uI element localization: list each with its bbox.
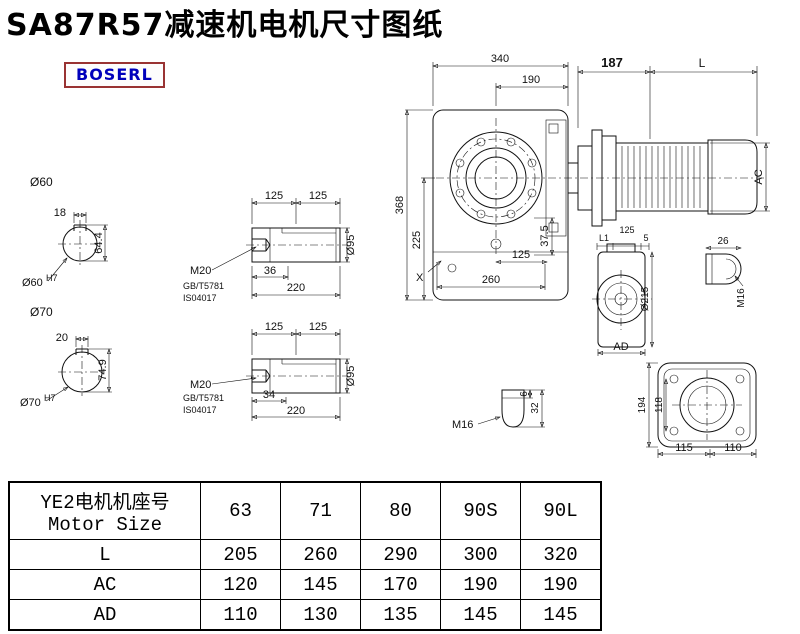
motor-side-view: 187 L AC: [567, 55, 770, 227]
boserl-logo: BOSERL: [64, 62, 165, 88]
table-row-AC: AC 120 145 170 190 190: [8, 569, 602, 600]
table-cell: 110: [200, 599, 281, 631]
bore-70-tol: H7: [44, 393, 56, 403]
dim-118: 118: [654, 397, 665, 413]
motor-size-table: YE2电机机座号 Motor Size 63 71 80 90S 90L L 2…: [8, 481, 602, 631]
std-gb-top: GB/T5781: [183, 281, 224, 291]
dim-L: L: [699, 56, 706, 70]
table-row-L: L 205 260 290 300 320: [8, 539, 602, 570]
dim-L1: L1: [599, 233, 609, 243]
dim-125-d: 125: [309, 321, 327, 333]
key-detail: 6 32 M16: [452, 390, 545, 431]
bore-60-tol: H7: [46, 273, 58, 283]
dim-194: 194: [637, 396, 648, 413]
dim-d95-bottom: Ø95: [345, 366, 357, 387]
dim-37-5: 37.5: [539, 225, 551, 246]
std-iso-bottom: IS04017: [183, 405, 217, 415]
dim-32: 32: [530, 402, 541, 414]
table-cell: 120: [200, 569, 281, 600]
dim-18: 18: [54, 207, 66, 219]
dim-368: 368: [394, 196, 406, 214]
dim-36: 36: [264, 265, 276, 277]
plug-detail: 26 M16: [706, 236, 747, 308]
table-cell: 145: [280, 569, 361, 600]
dim-187: 187: [601, 55, 623, 70]
table-cell: 135: [360, 599, 441, 631]
table-cell: 190: [440, 569, 521, 600]
dim-125-b: 125: [309, 190, 327, 202]
dim-225: 225: [411, 231, 423, 249]
table-header-cell: YE2电机机座号 Motor Size: [8, 481, 201, 540]
dim-190: 190: [522, 74, 540, 86]
shaft-section-70: Ø70 20 74.9 Ø70 H7: [20, 305, 112, 409]
size-column-80: 80: [360, 481, 441, 540]
table-cell: 300: [440, 539, 521, 570]
dim-110: 110: [724, 442, 742, 454]
dim-26: 26: [717, 236, 729, 247]
table-cell: 170: [360, 569, 441, 600]
std-iso-top: IS04017: [183, 293, 217, 303]
dim-AC: AC: [753, 169, 765, 184]
size-column-90l: 90L: [520, 481, 602, 540]
row-label-L: L: [8, 539, 201, 570]
dim-115: 115: [675, 442, 693, 454]
table-cell: 130: [280, 599, 361, 631]
dim-34: 34: [263, 389, 275, 401]
dim-AD: AD: [613, 341, 628, 353]
dim-125-main: 125: [512, 249, 530, 261]
bore-60-label: Ø60: [22, 277, 43, 289]
dim-20: 20: [56, 332, 68, 344]
table-header-row: YE2电机机座号 Motor Size 63 71 80 90S 90L: [8, 481, 602, 540]
table-cell: 190: [520, 569, 602, 600]
size-column-71: 71: [280, 481, 361, 540]
gearbox-side-view: L1 125 5 Ø215 AD: [592, 225, 652, 356]
size-column-90s: 90S: [440, 481, 521, 540]
rear-flange-view: 194 118 115 110: [637, 363, 756, 458]
thread-m20-bottom: M20: [190, 379, 211, 391]
table-cell: 320: [520, 539, 602, 570]
thread-m16-plug: M16: [736, 288, 747, 308]
dim-125-side: 125: [619, 225, 634, 235]
dim-340: 340: [491, 53, 509, 65]
thread-m16-key: M16: [452, 419, 473, 431]
table-cell: 145: [520, 599, 602, 631]
dim-125-c: 125: [265, 321, 283, 333]
dim-220-bottom: 220: [287, 405, 305, 417]
table-cell: 290: [360, 539, 441, 570]
table-cell: 205: [200, 539, 281, 570]
dim-64-4: 64.4: [93, 232, 105, 253]
dim-d215: Ø215: [640, 286, 651, 311]
size-column-63: 63: [200, 481, 281, 540]
std-gb-bottom: GB/T5781: [183, 393, 224, 403]
dim-d95-top: Ø95: [345, 235, 357, 256]
thread-m20-top: M20: [190, 265, 211, 277]
shaft70-label: Ø70: [30, 305, 53, 319]
main-front-view: 340 190 368 225 37.5 125 260 X: [394, 53, 765, 300]
dim-260: 260: [482, 274, 500, 286]
table-header-en: Motor Size: [47, 513, 163, 536]
shaft60-label: Ø60: [30, 175, 53, 189]
dim-5: 5: [643, 233, 648, 243]
table-header-cn: YE2电机机座号: [40, 491, 170, 514]
shaft-side-top: 125 125 M20 GB/T5781 IS04017 36 220 Ø95: [183, 190, 357, 303]
dim-6: 6: [519, 391, 530, 397]
row-label-AC: AC: [8, 569, 201, 600]
row-label-AD: AD: [8, 599, 201, 631]
table-cell: 260: [280, 539, 361, 570]
dimension-drawing: 340 190 368 225 37.5 125 260 X: [20, 53, 770, 458]
shaft-side-bottom: 125 125 M20 GB/T5781 IS04017 34 220 Ø95: [183, 321, 357, 421]
boserl-logo-text: BOSERL: [76, 65, 153, 84]
page-title: SA87R57减速机电机尺寸图纸: [6, 8, 444, 43]
dim-125-a: 125: [265, 190, 283, 202]
table-cell: 145: [440, 599, 521, 631]
dim-220-top: 220: [287, 282, 305, 294]
section-label-x: X: [416, 272, 424, 284]
table-row-AD: AD 110 130 135 145 145: [8, 599, 602, 631]
bore-70-label: Ø70: [20, 397, 41, 409]
dim-74-9: 74.9: [97, 359, 109, 380]
shaft-section-60: Ø60 18 64.4 Ø60 H7: [22, 175, 108, 289]
